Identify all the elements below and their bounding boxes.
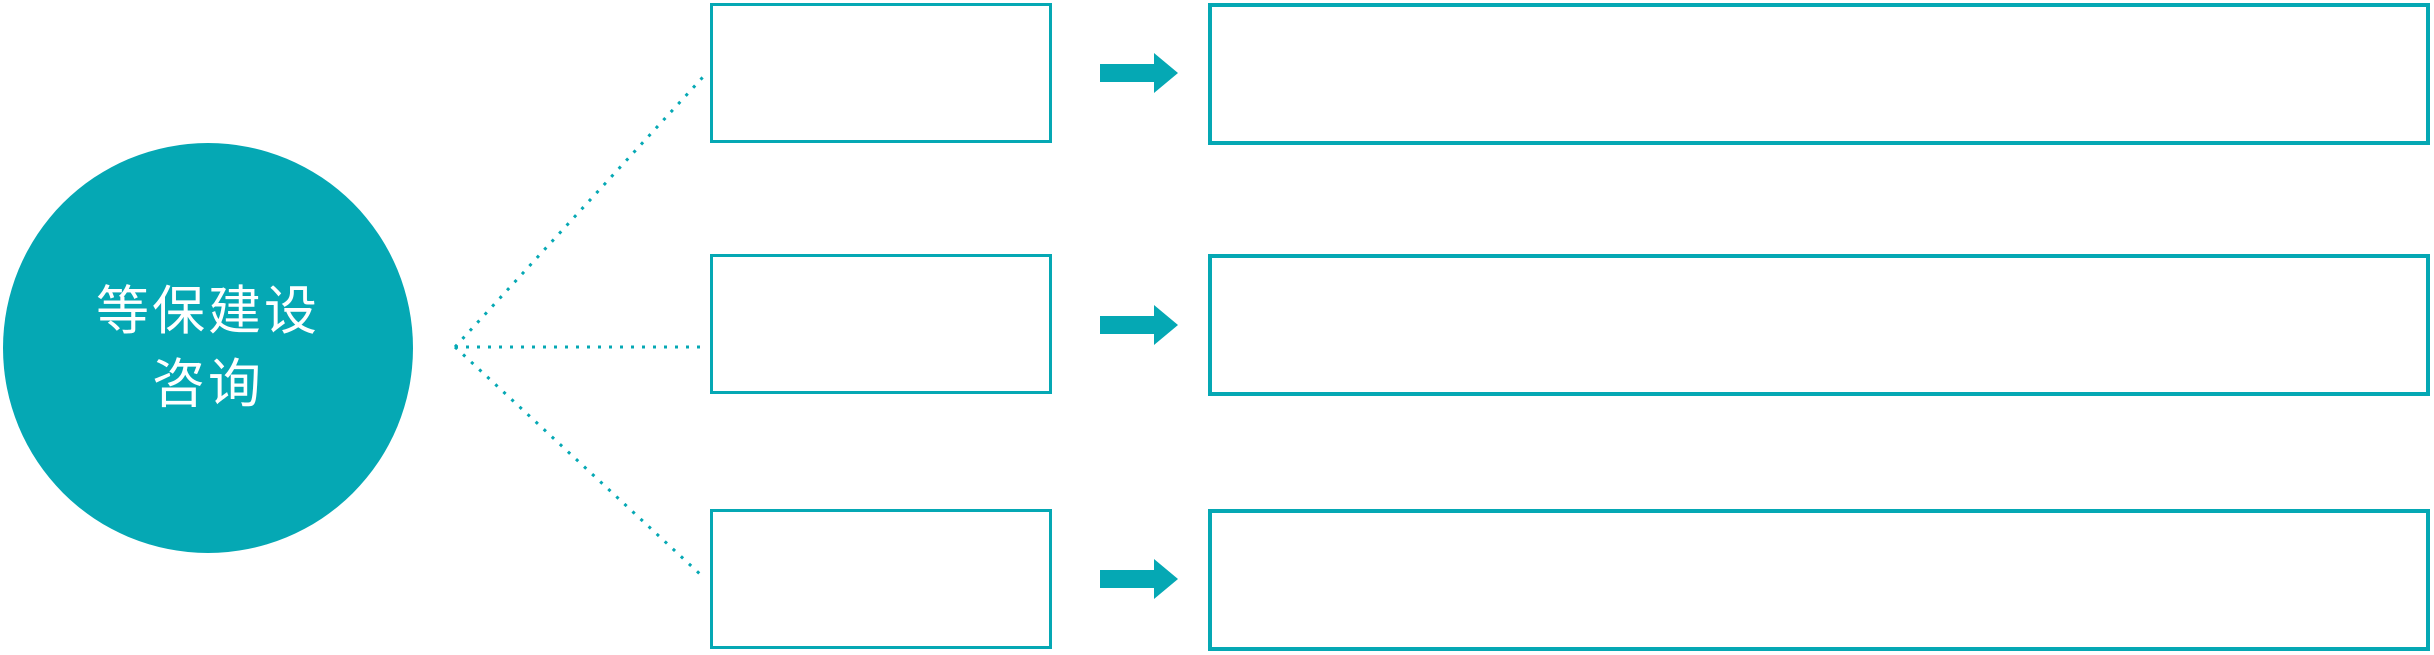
- hub-label-line-2: 咨询: [152, 354, 264, 415]
- hub-label-line-1: 等保建设: [96, 281, 320, 342]
- right-arrow-icon-3: [1100, 559, 1178, 599]
- step-box-2: [710, 254, 1052, 394]
- detail-box-2: [1208, 254, 2430, 396]
- step-box-1: [710, 3, 1052, 143]
- dotted-connector-line-top: [453, 75, 705, 349]
- detail-box-3: [1208, 509, 2430, 651]
- dotted-connector-line-bottom: [453, 345, 703, 577]
- right-arrow-icon-2: [1100, 305, 1178, 345]
- detail-box-1: [1208, 3, 2430, 145]
- step-box-3: [710, 509, 1052, 649]
- hub-circle: 等保建设 咨询: [3, 143, 413, 553]
- right-arrow-icon-1: [1100, 53, 1178, 93]
